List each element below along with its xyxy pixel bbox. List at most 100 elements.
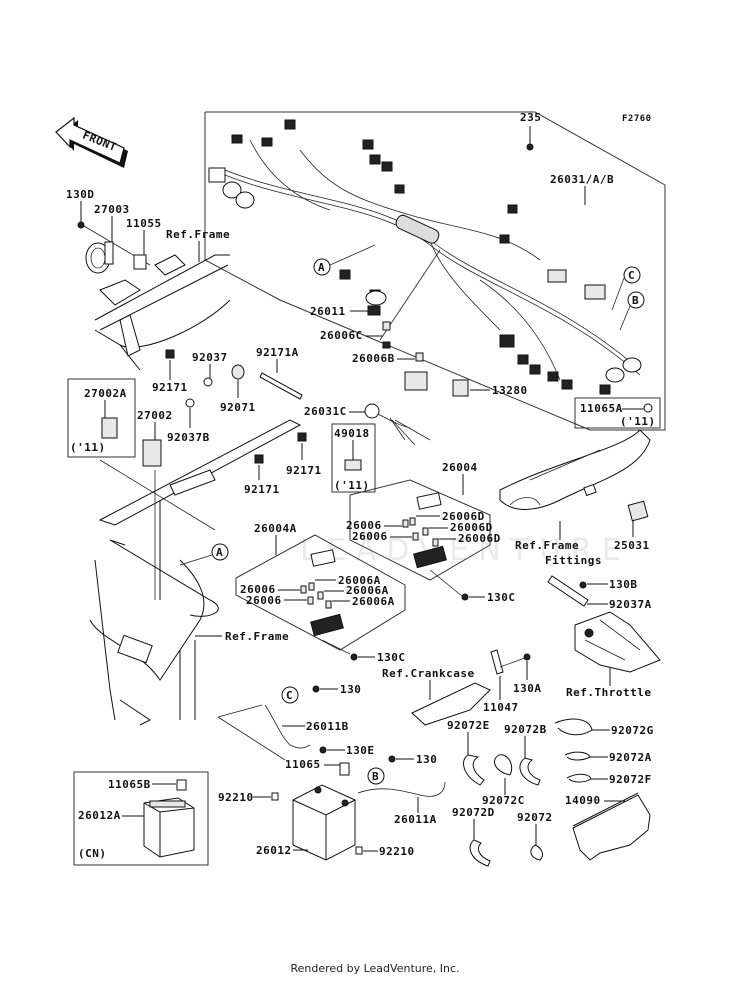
part-label-26006-2[interactable]: 26006	[352, 530, 388, 543]
part-label-92171-c[interactable]: 92171	[244, 483, 280, 496]
part-label-26006d-1[interactable]: 26006D	[442, 510, 485, 523]
part-label-92072a[interactable]: 92072A	[609, 751, 652, 764]
part-label-92171-a[interactable]: 92171	[152, 381, 188, 394]
part-label-49018[interactable]: 49018	[334, 427, 370, 440]
part-label-92072g[interactable]: 92072G	[611, 724, 654, 737]
part-label-25031[interactable]: 25031	[614, 539, 650, 552]
box-26012a-cn	[73, 771, 209, 866]
part-label-130-1[interactable]: 130	[340, 683, 361, 696]
part-label-92072[interactable]: 92072	[517, 811, 553, 824]
part-label-11055[interactable]: 11055	[126, 217, 162, 230]
callout-c-battery: C	[281, 686, 299, 704]
svg-text:B: B	[632, 294, 639, 307]
ref-frame-fittings-2[interactable]: Fittings	[545, 554, 602, 567]
harness-coil	[395, 214, 440, 244]
battery-26012a	[143, 797, 195, 858]
part-label-26006b[interactable]: 26006B	[352, 352, 395, 365]
part-label-130c-1[interactable]: 130C	[487, 591, 516, 604]
callout-b-battery: B	[367, 767, 385, 785]
ref-throttle[interactable]: Ref.Throttle	[566, 686, 651, 699]
part-label-26006-3[interactable]: 26006	[240, 583, 276, 596]
svg-text:C: C	[286, 689, 293, 702]
front-arrow-icon: FRONT	[55, 116, 128, 168]
ref-frame-top[interactable]: Ref.Frame	[166, 228, 230, 241]
figure-id: F2760	[622, 114, 652, 124]
note-26012a-cn: (CN)	[78, 847, 107, 860]
note-49018: ('11)	[334, 479, 370, 492]
part-label-92072b[interactable]: 92072B	[504, 723, 547, 736]
part-label-26012[interactable]: 26012	[256, 844, 292, 857]
credit-text: Rendered by LeadVenture, Inc.	[290, 962, 460, 975]
part-label-27003[interactable]: 27003	[94, 203, 130, 216]
part-label-130a[interactable]: 130A	[513, 682, 542, 695]
svg-text:C: C	[628, 269, 635, 282]
part-label-11065a[interactable]: 11065A	[580, 402, 623, 415]
part-label-27002[interactable]: 27002	[137, 409, 173, 422]
part-label-130c-2[interactable]: 130C	[377, 651, 406, 664]
part-label-11065b[interactable]: 11065B	[108, 778, 151, 791]
box-49018	[331, 423, 376, 493]
callout-a-frame: A	[179, 543, 229, 566]
part-label-27002a[interactable]: 27002A	[84, 387, 127, 400]
part-label-92072c[interactable]: 92072C	[482, 794, 525, 807]
part-label-92072f[interactable]: 92072F	[609, 773, 652, 786]
battery-26012	[292, 784, 356, 861]
part-label-92210-1[interactable]: 92210	[218, 791, 254, 804]
part-label-92210-2[interactable]: 92210	[379, 845, 415, 858]
part-label-92072d[interactable]: 92072D	[452, 806, 495, 819]
horn	[85, 241, 114, 274]
part-label-26006c[interactable]: 26006C	[320, 329, 363, 342]
part-label-26012a[interactable]: 26012A	[78, 809, 121, 822]
part-label-26006-4[interactable]: 26006	[246, 594, 282, 607]
svg-text:A: A	[216, 546, 223, 559]
part-label-130-2[interactable]: 130	[416, 753, 437, 766]
part-label-92072e[interactable]: 92072E	[447, 719, 490, 732]
cover-14090	[572, 792, 651, 861]
part-label-26006a-3[interactable]: 26006A	[352, 595, 395, 608]
frame-fittings	[499, 429, 651, 510]
callout-b-harness: B	[619, 291, 645, 331]
main-harness-group	[204, 111, 666, 431]
part-label-26006-1[interactable]: 26006	[346, 519, 382, 532]
part-label-26006d-3[interactable]: 26006D	[458, 532, 501, 545]
part-label-92171-b[interactable]: 92171	[286, 464, 322, 477]
part-label-130b[interactable]: 130B	[609, 578, 638, 591]
box-27002a	[67, 378, 136, 458]
part-label-92037b[interactable]: 92037B	[167, 431, 210, 444]
part-label-92037a[interactable]: 92037A	[609, 598, 652, 611]
part-label-26011[interactable]: 26011	[310, 305, 346, 318]
part-label-92071[interactable]: 92071	[220, 401, 256, 414]
part-label-26006a-2[interactable]: 26006A	[346, 584, 389, 597]
front-frame	[94, 254, 231, 371]
ref-crankcase[interactable]: Ref.Crankcase	[382, 667, 475, 680]
part-label-26031c[interactable]: 26031C	[304, 405, 347, 418]
part-label-235[interactable]: 235	[520, 111, 541, 124]
part-label-26006a-1[interactable]: 26006A	[338, 574, 381, 587]
part-label-26011a[interactable]: 26011A	[394, 813, 437, 826]
part-label-26004[interactable]: 26004	[442, 461, 478, 474]
part-label-11047[interactable]: 11047	[483, 701, 519, 714]
part-label-92037[interactable]: 92037	[192, 351, 228, 364]
svg-text:A: A	[318, 261, 325, 274]
box-11065a	[574, 397, 661, 429]
part-label-11065[interactable]: 11065	[285, 758, 321, 771]
box-26004a	[235, 534, 406, 651]
part-label-92171a[interactable]: 92171A	[256, 346, 299, 359]
part-label-26031-a-b[interactable]: 26031/A/B	[550, 173, 614, 186]
note-27002a: ('11)	[70, 441, 106, 454]
ref-frame-left[interactable]: Ref.Frame	[225, 630, 289, 643]
part-label-130d[interactable]: 130D	[66, 188, 95, 201]
part-label-26004a[interactable]: 26004A	[254, 522, 297, 535]
note-11065a: ('11)	[620, 415, 656, 428]
svg-text:B: B	[372, 770, 379, 783]
part-label-26006d-2[interactable]: 26006D	[450, 521, 493, 534]
part-13280	[452, 379, 469, 397]
middle-frame	[89, 419, 302, 726]
part-label-26011b[interactable]: 26011B	[306, 720, 349, 733]
part-label-130e[interactable]: 130E	[346, 744, 375, 757]
part-label-14090[interactable]: 14090	[565, 794, 601, 807]
part-label-13280[interactable]: 13280	[492, 384, 528, 397]
ref-frame-fittings-1[interactable]: Ref.Frame	[515, 539, 579, 552]
box-26004	[349, 479, 491, 581]
callout-a-harness: A	[313, 244, 376, 276]
